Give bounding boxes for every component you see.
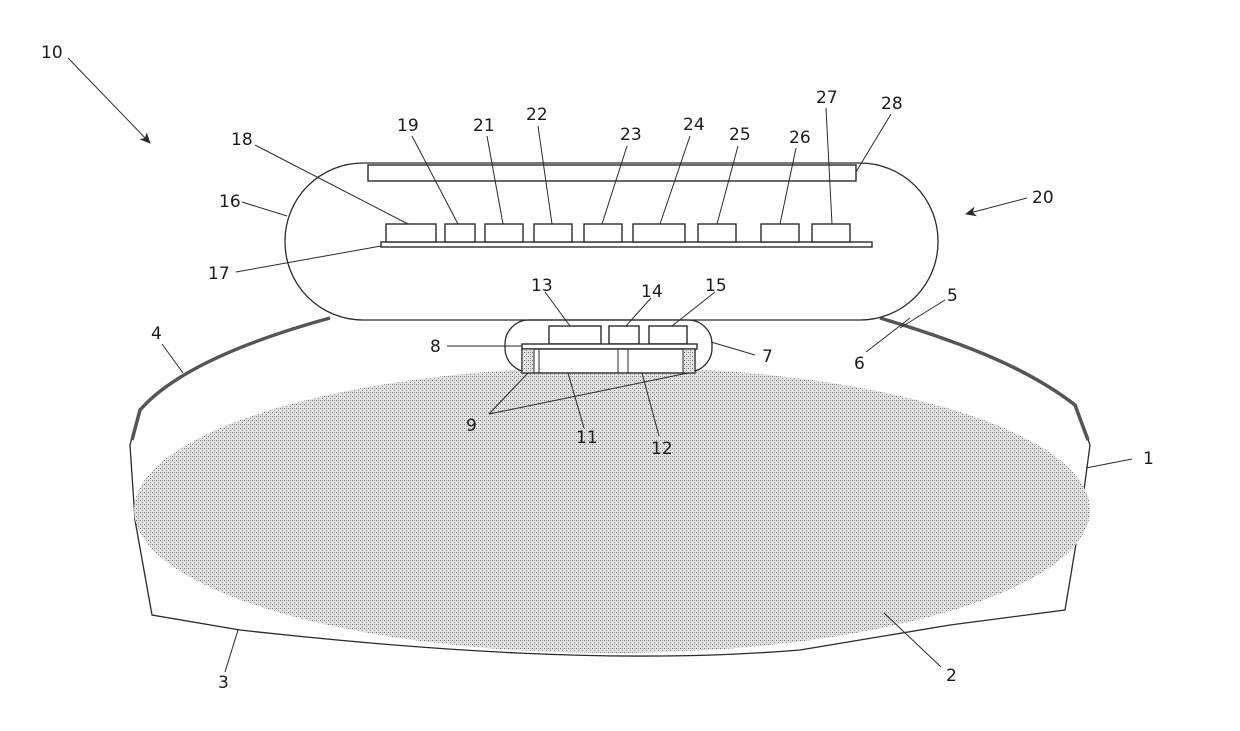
component-19 [445, 224, 475, 242]
display-bar [368, 165, 856, 181]
ref-6: 6 [854, 354, 865, 374]
component-25 [698, 224, 736, 242]
leader-10 [68, 58, 150, 143]
ref-8: 8 [430, 337, 441, 357]
ref-9: 9 [466, 416, 477, 436]
ref-5: 5 [947, 286, 958, 306]
ref-18: 18 [231, 130, 253, 150]
ref-13: 13 [531, 276, 553, 296]
ref-26: 26 [789, 128, 811, 148]
ref-27: 27 [816, 88, 838, 108]
ref-7: 7 [762, 347, 773, 367]
leader-6 [866, 318, 910, 352]
component-24 [633, 224, 685, 242]
ref-12: 12 [651, 439, 673, 459]
ref-14: 14 [641, 282, 663, 302]
ref-20: 20 [1032, 188, 1054, 208]
ref-28: 28 [881, 94, 903, 114]
ref-25: 25 [729, 125, 751, 145]
leader-3 [225, 630, 238, 672]
sensor-board [522, 344, 697, 349]
sensor-block [522, 349, 695, 373]
ref-21: 21 [473, 116, 495, 136]
leader-18 [255, 145, 408, 224]
sensor-right-hatch [683, 349, 695, 373]
leader-23 [602, 146, 627, 224]
ref-4: 4 [151, 324, 162, 344]
ref-15: 15 [705, 276, 727, 296]
component-18 [386, 224, 436, 242]
leader-25 [717, 146, 738, 224]
component-13 [549, 326, 601, 344]
ref-17: 17 [208, 264, 230, 284]
circuit-board [381, 242, 872, 247]
leader-28 [856, 114, 891, 172]
component-26 [761, 224, 799, 242]
ref-2: 2 [946, 666, 957, 686]
ref-22: 22 [526, 105, 548, 125]
component-15 [649, 326, 687, 344]
ref-1: 1 [1143, 449, 1154, 469]
stippled-region [134, 367, 1090, 653]
sensor-left-hatch [522, 349, 534, 373]
component-27 [812, 224, 850, 242]
component-23 [584, 224, 622, 242]
ref-19: 19 [397, 116, 419, 136]
ref-24: 24 [683, 115, 705, 135]
leader-7 [711, 342, 755, 355]
leader-17 [236, 246, 381, 272]
leader-16 [242, 202, 287, 216]
ref-23: 23 [620, 125, 642, 145]
leader-4 [162, 344, 183, 373]
leader-20 [966, 198, 1027, 214]
component-14 [609, 326, 639, 344]
ref-10: 10 [41, 43, 63, 63]
leader-13 [545, 292, 570, 326]
leader-14 [626, 298, 651, 326]
ref-16: 16 [219, 192, 241, 212]
leader-26 [780, 148, 796, 224]
component-22 [534, 224, 572, 242]
ref-3: 3 [218, 673, 229, 693]
ref-11: 11 [576, 428, 598, 448]
leader-1 [1086, 459, 1132, 468]
component-21 [485, 224, 523, 242]
